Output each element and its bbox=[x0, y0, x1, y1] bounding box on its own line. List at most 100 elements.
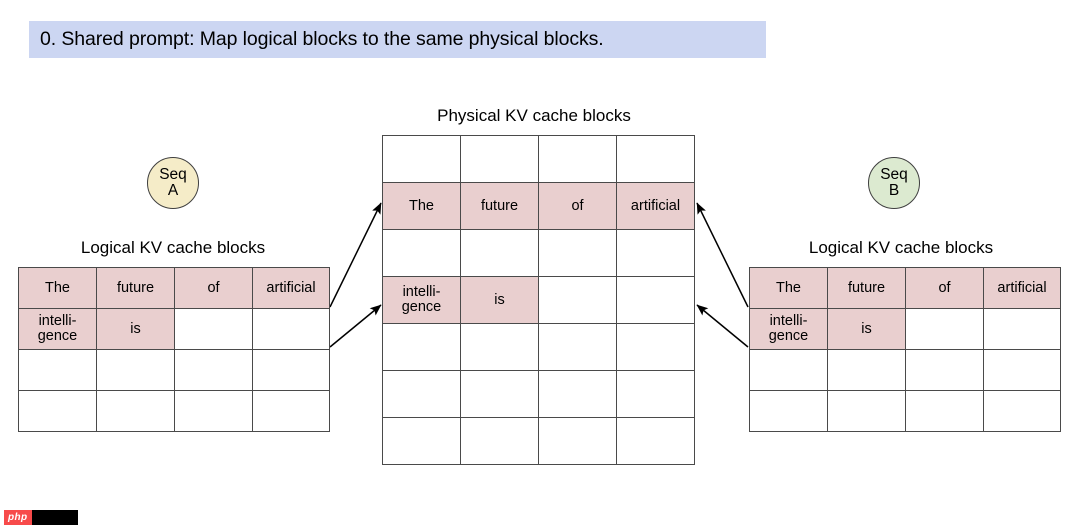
left-logical-cell bbox=[96, 390, 175, 432]
physical-cell bbox=[538, 229, 617, 277]
physical-cell-text: future bbox=[480, 197, 519, 214]
physical-caption: Physical KV cache blocks bbox=[437, 106, 631, 125]
right-logical-cell bbox=[827, 349, 906, 391]
left-logical-cell bbox=[174, 349, 253, 391]
physical-cell bbox=[538, 417, 617, 465]
right-logical-row bbox=[749, 390, 1061, 432]
arrow-right-row2 bbox=[696, 304, 749, 348]
left-logical-cell bbox=[18, 349, 97, 391]
physical-cell-text: of bbox=[571, 197, 584, 214]
left-logical-cell-text: The bbox=[45, 279, 70, 296]
watermark-bar bbox=[31, 510, 78, 525]
left-logical-cell: The bbox=[18, 267, 97, 309]
physical-cell-text: intelli- bbox=[402, 284, 441, 300]
right-logical-cell: is bbox=[827, 308, 906, 350]
physical-cell bbox=[460, 417, 539, 465]
physical-cell: intelli-gence bbox=[382, 276, 461, 324]
right-logical-cell: future bbox=[827, 267, 906, 309]
physical-cell bbox=[382, 370, 461, 418]
physical-cell: future bbox=[460, 182, 539, 230]
left-logical-row bbox=[18, 390, 330, 432]
left-logical-cell bbox=[252, 390, 330, 432]
seq-b-label-line2: B bbox=[888, 182, 900, 199]
right-logical-cell-text: future bbox=[847, 279, 886, 296]
left-logical-cell bbox=[96, 349, 175, 391]
physical-cell-text: The bbox=[409, 197, 434, 214]
physical-cell bbox=[382, 135, 461, 183]
right-logical-cell: The bbox=[749, 267, 828, 309]
left-logical-cell-text: intelli- bbox=[38, 313, 77, 329]
physical-row bbox=[382, 417, 695, 465]
right-logical-cell bbox=[983, 349, 1061, 391]
physical-cell-text: artificial bbox=[630, 197, 681, 214]
physical-cell bbox=[382, 229, 461, 277]
right-logical-cell bbox=[905, 349, 984, 391]
physical-cell bbox=[538, 323, 617, 371]
physical-cell bbox=[460, 323, 539, 371]
left-logical-cell: is bbox=[96, 308, 175, 350]
left-logical-cell: of bbox=[174, 267, 253, 309]
left-logical-cell bbox=[252, 349, 330, 391]
physical-cell bbox=[538, 370, 617, 418]
physical-cell bbox=[538, 135, 617, 183]
physical-cell-text: is bbox=[494, 291, 505, 308]
watermark: php bbox=[4, 510, 78, 525]
physical-row bbox=[382, 135, 695, 183]
right-logical-cell-text: The bbox=[776, 279, 801, 296]
banner-text: 0. Shared prompt: Map logical blocks to … bbox=[40, 28, 604, 50]
right-logical-cell bbox=[827, 390, 906, 432]
physical-cell bbox=[616, 417, 695, 465]
right-logical-cell bbox=[983, 390, 1061, 432]
physical-kv-table: The future of artificial intelli-gence is bbox=[382, 135, 695, 465]
left-logical-cell: intelli-gence bbox=[18, 308, 97, 350]
physical-cell bbox=[616, 135, 695, 183]
left-logical-cell bbox=[18, 390, 97, 432]
left-logical-cell bbox=[174, 390, 253, 432]
physical-cell bbox=[538, 276, 617, 324]
right-logical-cell bbox=[983, 308, 1061, 350]
left-logical-cell: artificial bbox=[252, 267, 330, 309]
physical-cell bbox=[616, 370, 695, 418]
right-logical-cell: of bbox=[905, 267, 984, 309]
arrow-left-row2 bbox=[329, 304, 382, 348]
physical-cell bbox=[460, 370, 539, 418]
physical-cell: The bbox=[382, 182, 461, 230]
right-logical-caption: Logical KV cache blocks bbox=[808, 238, 994, 257]
physical-cell: artificial bbox=[616, 182, 695, 230]
physical-cell bbox=[382, 323, 461, 371]
right-logical-cell-text: is bbox=[861, 320, 872, 337]
physical-row bbox=[382, 229, 695, 277]
header-banner: 0. Shared prompt: Map logical blocks to … bbox=[29, 21, 766, 58]
left-logical-cell bbox=[174, 308, 253, 350]
physical-cell: of bbox=[538, 182, 617, 230]
right-logical-cell bbox=[749, 390, 828, 432]
physical-cell bbox=[460, 229, 539, 277]
physical-row: intelli-gence is bbox=[382, 276, 695, 324]
seq-b-label-line1: Seq bbox=[880, 166, 908, 183]
left-logical-cell-text: gence bbox=[37, 328, 78, 344]
arrow-right-row1 bbox=[696, 202, 749, 308]
physical-cell bbox=[382, 417, 461, 465]
right-logical-cell-text: gence bbox=[768, 328, 809, 344]
seq-a-badge: Seq A bbox=[147, 157, 199, 209]
right-logical-row bbox=[749, 349, 1061, 391]
left-logical-cell-text: future bbox=[116, 279, 155, 296]
left-logical-cell: future bbox=[96, 267, 175, 309]
right-logical-cell-text: of bbox=[938, 279, 951, 296]
seq-a-label-line1: Seq bbox=[159, 166, 187, 183]
left-logical-cell bbox=[252, 308, 330, 350]
php-logo: php bbox=[4, 510, 32, 525]
physical-cell: is bbox=[460, 276, 539, 324]
left-logical-row: The future of artificial bbox=[18, 267, 330, 309]
seq-b-badge: Seq B bbox=[868, 157, 920, 209]
physical-cell bbox=[616, 229, 695, 277]
left-logical-cell-text: of bbox=[207, 279, 220, 296]
left-logical-row bbox=[18, 349, 330, 391]
